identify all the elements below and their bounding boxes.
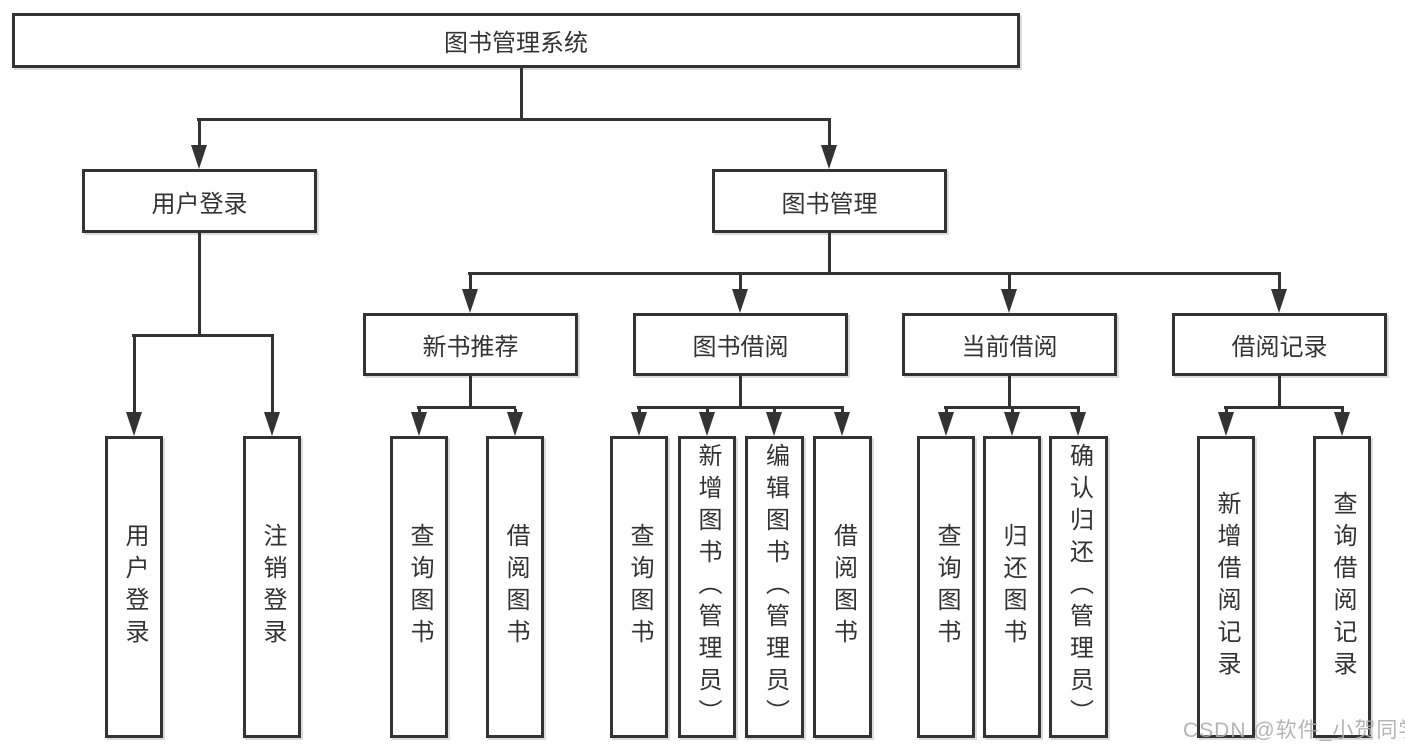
arrowhead-current-borrowing (1001, 289, 1017, 313)
leaf-add-borrow-record-label: 新增借阅记录 (1213, 491, 1240, 683)
node-root: 图书管理系统 (12, 13, 1020, 68)
connector-book-management-stem (828, 233, 831, 274)
connector-recommend-stem (469, 376, 472, 409)
connector-records-drop (1278, 275, 1281, 291)
leaf-return-books-label: 归还图书 (999, 523, 1026, 651)
arrowhead-add-books-admin (699, 412, 715, 436)
leaf-add-books-admin: 新增图书（管理员） (678, 436, 736, 738)
arrowhead-book-management (821, 145, 837, 169)
leaf-query-borrow-record-label: 查询借阅记录 (1329, 491, 1356, 683)
connector-book-management-bar (468, 272, 1281, 275)
arrowhead-book-borrowing (732, 289, 748, 313)
arrowhead-borrowing-records (1271, 289, 1287, 313)
leaf-return-books: 归还图书 (983, 436, 1041, 738)
arrowhead-return-books (1004, 412, 1020, 436)
connector-leaf-user-login-drop (133, 337, 136, 416)
leaf-borrow-books-borrowing: 借阅图书 (813, 436, 872, 738)
connector-current-drop (1008, 275, 1011, 291)
leaf-query-books-recommend-label: 查询图书 (406, 523, 433, 651)
node-book-management: 图书管理 (712, 169, 947, 233)
arrowhead-borrow-books-recommend (507, 412, 523, 436)
node-new-book-recommend: 新书推荐 (363, 313, 578, 376)
connector-recommend-bar (417, 406, 516, 409)
arrowhead-query-books-recommend (411, 412, 427, 436)
connector-leaf-logout-drop (271, 337, 274, 416)
connector-recommend-drop (469, 275, 472, 291)
leaf-query-books-recommend: 查询图书 (390, 436, 448, 738)
connector-user-login-bar (132, 334, 274, 337)
arrowhead-edit-books-admin (766, 412, 782, 436)
leaf-query-books-borrowing-label: 查询图书 (626, 523, 653, 651)
arrowhead-add-borrow-record (1218, 412, 1234, 436)
node-user-login: 用户登录 (82, 169, 317, 233)
leaf-query-books-current: 查询图书 (917, 436, 975, 738)
arrowhead-user-login (191, 145, 207, 169)
node-root-label: 图书管理系统 (444, 30, 588, 57)
node-current-borrowing-label: 当前借阅 (961, 334, 1058, 361)
arrowhead-query-borrow-record (1334, 412, 1350, 436)
leaf-logout: 注销登录 (243, 436, 301, 738)
arrowhead-leaf-logout (264, 412, 280, 436)
connector-records-bar (1224, 406, 1344, 409)
connector-user-login-stem (198, 233, 201, 336)
node-user-login-label: 用户登录 (151, 190, 248, 218)
leaf-query-borrow-record: 查询借阅记录 (1313, 436, 1371, 738)
leaf-add-books-admin-label: 新增图书（管理员） (694, 443, 721, 731)
connector-current-stem (1008, 376, 1011, 409)
arrowhead-confirm-return-admin (1070, 412, 1086, 436)
connector-borrowing-bar (637, 406, 844, 409)
leaf-confirm-return-admin-label: 确认归还（管理员） (1065, 443, 1093, 731)
leaf-borrow-books-recommend: 借阅图书 (486, 436, 544, 738)
node-book-borrowing: 图书借阅 (633, 313, 848, 376)
leaf-query-books-current-label: 查询图书 (933, 523, 960, 651)
node-borrowing-records-label: 借阅记录 (1231, 334, 1328, 361)
connector-book-management-drop (828, 121, 831, 149)
leaf-borrow-books-recommend-label: 借阅图书 (502, 523, 529, 651)
node-borrowing-records: 借阅记录 (1172, 313, 1387, 376)
node-book-management-label: 图书管理 (781, 190, 878, 218)
node-book-borrowing-label: 图书借阅 (692, 334, 789, 361)
node-current-borrowing: 当前借阅 (902, 313, 1117, 376)
connector-user-login-drop (198, 121, 201, 149)
arrowhead-query-books-current (938, 412, 954, 436)
arrowhead-leaf-user-login (126, 412, 142, 436)
connector-root-bar (197, 118, 831, 121)
node-new-book-recommend-label: 新书推荐 (422, 334, 519, 361)
leaf-user-login: 用户登录 (105, 436, 163, 738)
connector-records-stem (1278, 376, 1281, 409)
leaf-query-books-borrowing: 查询图书 (610, 436, 668, 738)
connector-root-stem (520, 68, 523, 119)
leaf-edit-books-admin-label: 编辑图书（管理员） (761, 443, 789, 731)
connector-borrowing-drop (739, 275, 742, 291)
arrowhead-query-books-borrowing (631, 412, 647, 436)
leaf-confirm-return-admin: 确认归还（管理员） (1049, 436, 1108, 738)
leaf-borrow-books-borrowing-label: 借阅图书 (829, 523, 857, 651)
watermark: CSDN @软件_小贺同学 (1183, 719, 1405, 742)
arrowhead-new-book-recommend (462, 289, 478, 313)
arrowhead-borrow-books-borrowing (834, 412, 850, 436)
leaf-logout-label: 注销登录 (259, 523, 286, 651)
connector-current-bar (944, 406, 1080, 409)
leaf-add-borrow-record: 新增借阅记录 (1197, 436, 1255, 738)
connector-borrowing-stem (739, 376, 742, 409)
leaf-user-login-label: 用户登录 (121, 523, 148, 651)
leaf-edit-books-admin: 编辑图书（管理员） (745, 436, 804, 738)
